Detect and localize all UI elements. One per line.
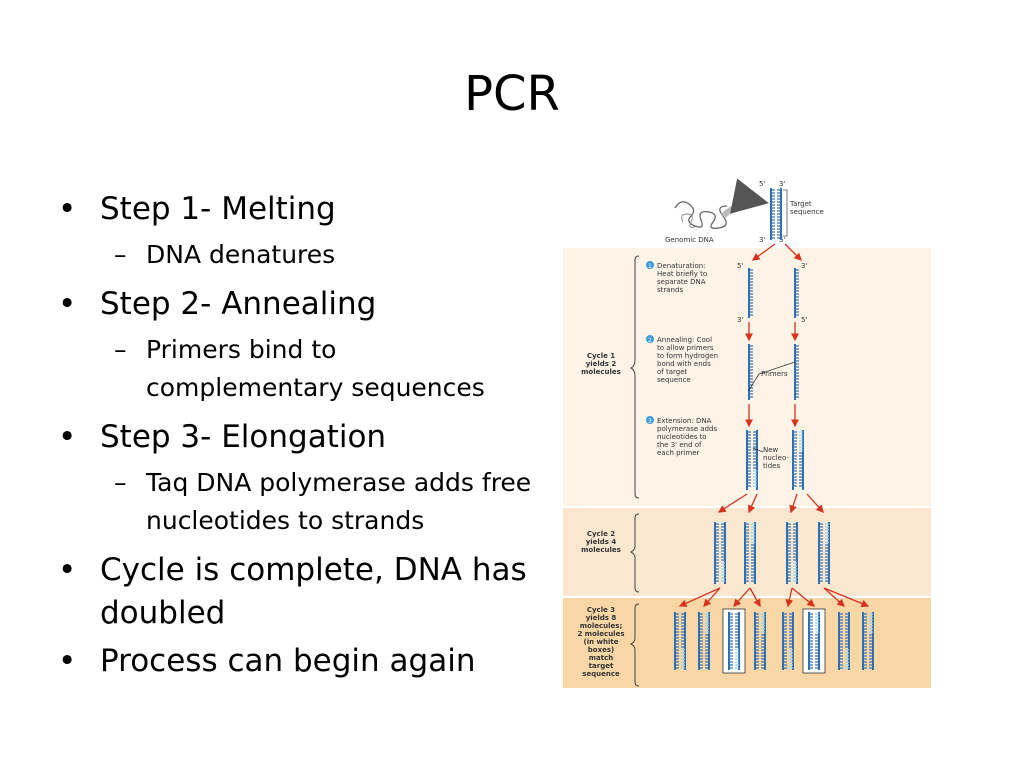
cycle-2-molecule-2 — [744, 522, 756, 584]
arrow-cycle-2-2 — [789, 493, 798, 514]
cycle-3-molecule-2 — [698, 612, 710, 670]
cycle-3-molecule-7 — [838, 612, 850, 670]
arrow-cycle-3-2 — [733, 587, 751, 607]
arrow-cycle-2-1 — [748, 493, 758, 514]
step-2-number: 2 — [648, 337, 652, 344]
arrow-cycle-3-6 — [823, 587, 845, 607]
extended-molecule-left — [746, 430, 758, 490]
extended-molecule-right — [792, 430, 804, 490]
cycle-3-molecule-1 — [674, 612, 686, 670]
denatured-strand-right — [794, 268, 799, 318]
arrow-cycle-3-1 — [703, 587, 721, 607]
annealed-strand-right — [794, 344, 799, 400]
cycle-3-panel — [563, 598, 931, 688]
cycle-3-molecule-6 — [802, 608, 826, 674]
denat-3-prime-label-bottom: 3' — [737, 316, 743, 324]
cycle-2-molecule-4 — [818, 522, 830, 584]
arrow-cycle-3-4 — [785, 587, 794, 608]
genomic-dna-icon — [674, 201, 728, 230]
strand-layer — [674, 188, 874, 674]
step-3-number: 3 — [648, 418, 652, 425]
cycle-3-bracket — [629, 603, 640, 687]
sub-bullet-step-2: Primers bind to complementary sequences — [114, 331, 538, 407]
target-bracket — [783, 189, 788, 237]
arrow-to-denaturation-right — [784, 243, 802, 261]
bullet-step-1: Step 1- Melting — [58, 188, 538, 231]
denat-3-prime-label: 3' — [801, 262, 807, 270]
cycle-2-bracket — [629, 513, 640, 593]
arrow-cycle-3-7 — [823, 587, 870, 608]
extract-arrow-icon — [720, 178, 769, 219]
cycle-1-bracket — [629, 255, 640, 499]
cycle-3-molecule-4 — [754, 612, 766, 670]
genomic-dna-label: Genomic DNA — [665, 236, 714, 244]
genomic-dna-icon-2 — [681, 213, 698, 228]
bottom-5-prime-label: 5' — [779, 236, 785, 244]
primers-label: Primers — [761, 370, 788, 378]
denat-5-prime-label: 5' — [737, 262, 743, 270]
bottom-3-prime-label: 3' — [759, 236, 765, 244]
slide-title: PCR — [464, 66, 560, 122]
annealed-strand-left — [748, 344, 753, 400]
top-3-prime-label: 3' — [779, 180, 785, 188]
top-5-prime-label: 5' — [759, 180, 765, 188]
arrow-cycle-3-5 — [791, 587, 816, 607]
arrow-to-denaturation-left — [751, 243, 776, 261]
cycle-3-molecule-3 — [722, 608, 746, 674]
primers-pointer-2 — [748, 373, 760, 391]
target-dna-strands — [770, 188, 782, 240]
bullet-step-3: Step 3- Elongation — [58, 416, 538, 459]
cycle-2-molecule-1 — [714, 522, 726, 584]
arrow-cycle-2-3 — [806, 493, 824, 513]
bullet-repeat: Process can begin again — [58, 640, 538, 683]
arrow-cycle-3-0 — [678, 587, 721, 607]
bullet-cycle-complete: Cycle is complete, DNA has doubled — [58, 549, 538, 635]
new-nucleotides-pointer — [752, 447, 764, 453]
bullet-step-2: Step 2- Annealing — [58, 283, 538, 326]
denatured-strand-left — [748, 268, 753, 318]
step-1-number: 1 — [648, 263, 652, 270]
cycle-2-molecule-3 — [786, 522, 798, 584]
cycle-3-molecule-8 — [862, 612, 874, 670]
arrow-cycle-3-3 — [749, 587, 761, 608]
arrow-cycle-2-0 — [717, 493, 748, 513]
denat-5-prime-label-bottom: 5' — [801, 316, 807, 324]
sub-bullet-step-3: Taq DNA polymerase adds free nucleotides… — [114, 464, 538, 540]
cycle-3-molecule-5 — [782, 612, 794, 670]
primers-pointer — [758, 361, 796, 375]
sub-bullet-step-1: DNA denatures — [114, 236, 538, 274]
bullet-list: Step 1- Melting DNA denatures Step 2- An… — [58, 188, 538, 688]
